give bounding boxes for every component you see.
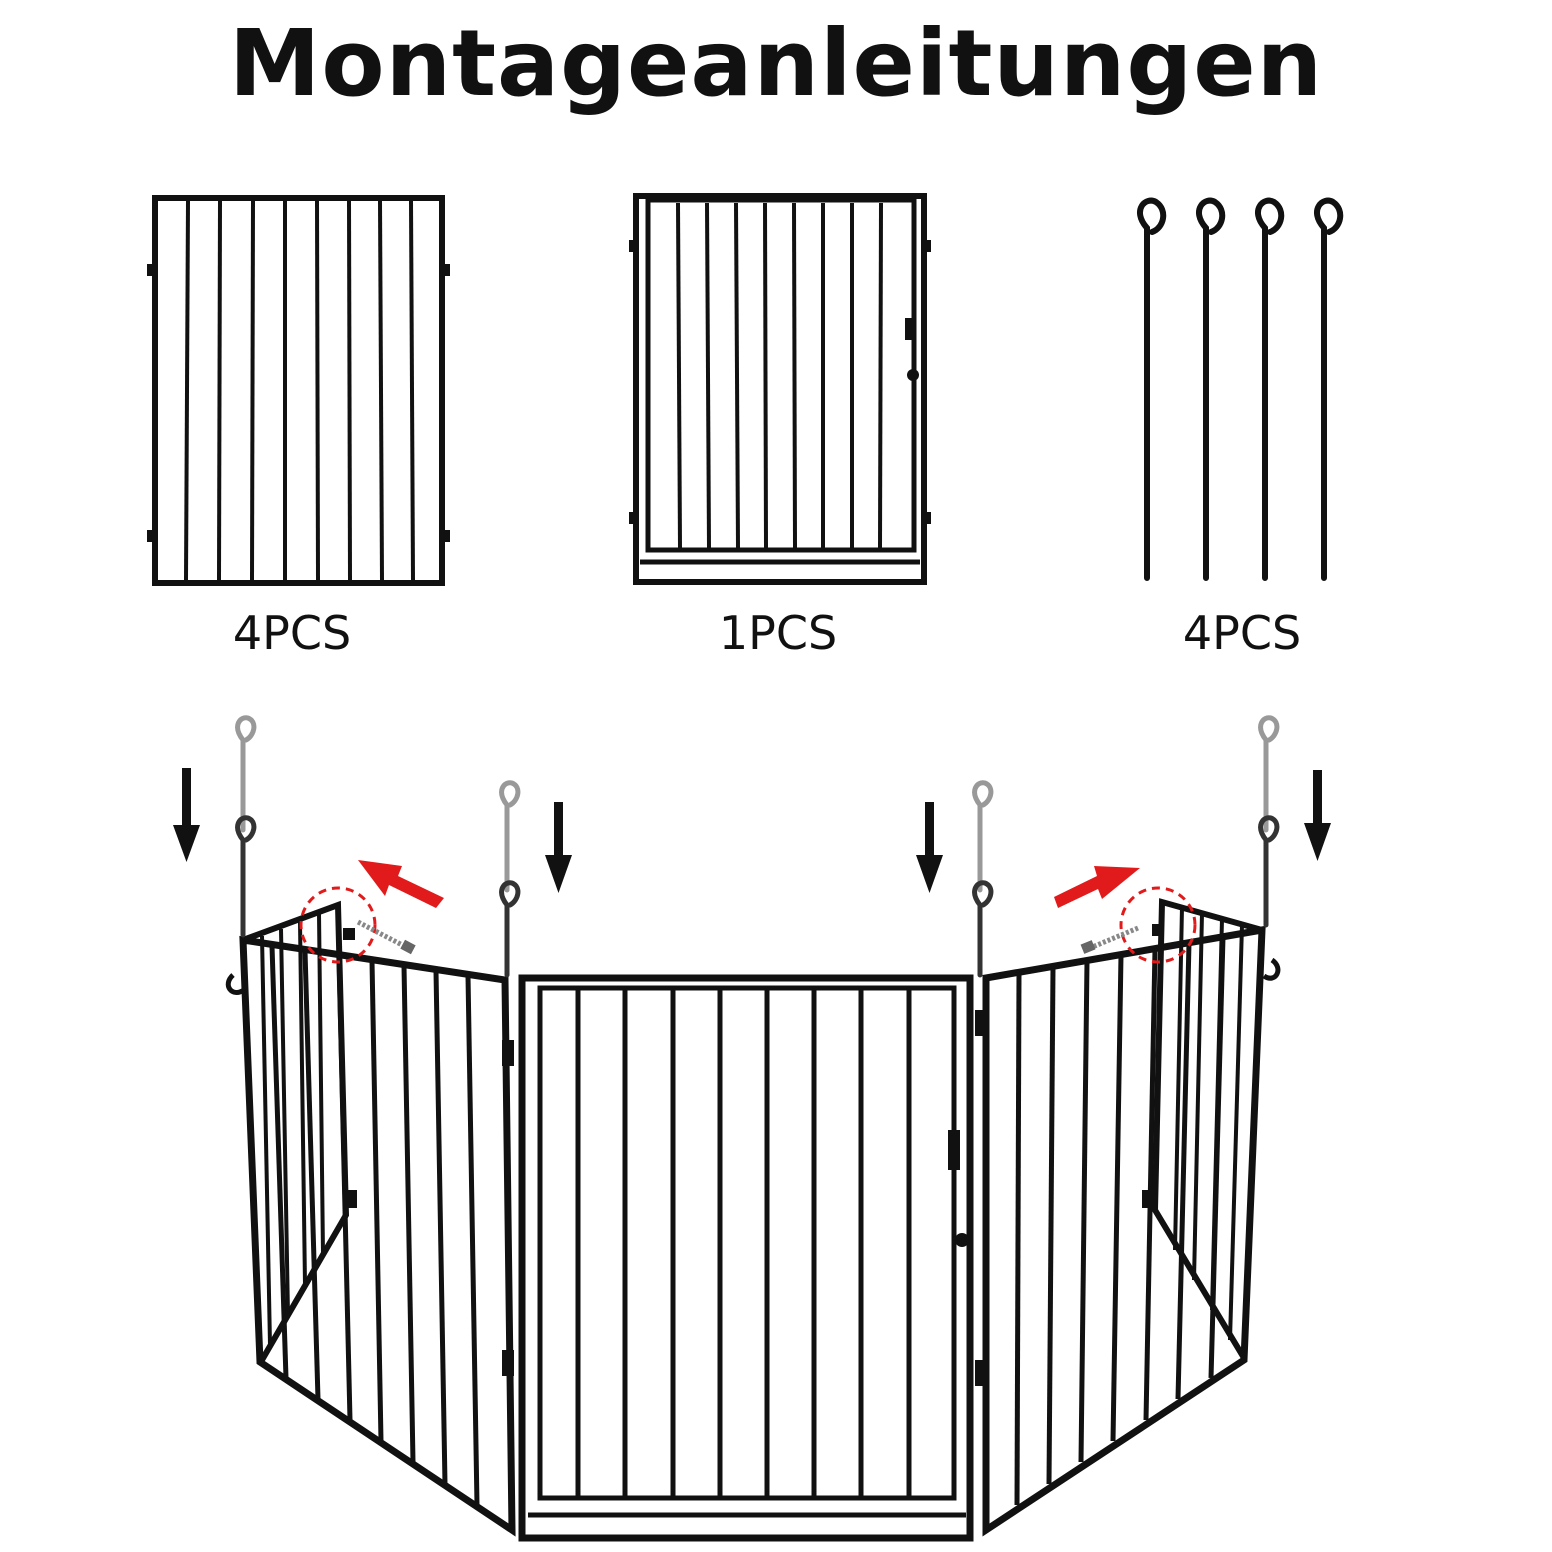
red-arrow-icon bbox=[358, 860, 1140, 908]
hook-pin-icon bbox=[1137, 197, 1344, 581]
assembled-fence bbox=[225, 898, 1281, 1542]
inserted-pins bbox=[235, 715, 1280, 978]
gate-panel-icon bbox=[629, 193, 931, 585]
pins-quantity: 4PCS bbox=[1182, 606, 1302, 660]
screw-detail bbox=[299, 886, 1197, 964]
gate-quantity: 1PCS bbox=[718, 606, 838, 660]
fence-panel-icon bbox=[147, 195, 450, 586]
page-title: Montageanleitungen bbox=[228, 10, 1324, 117]
panel-quantity: 4PCS bbox=[232, 606, 352, 660]
down-arrow-icon bbox=[173, 768, 1331, 893]
